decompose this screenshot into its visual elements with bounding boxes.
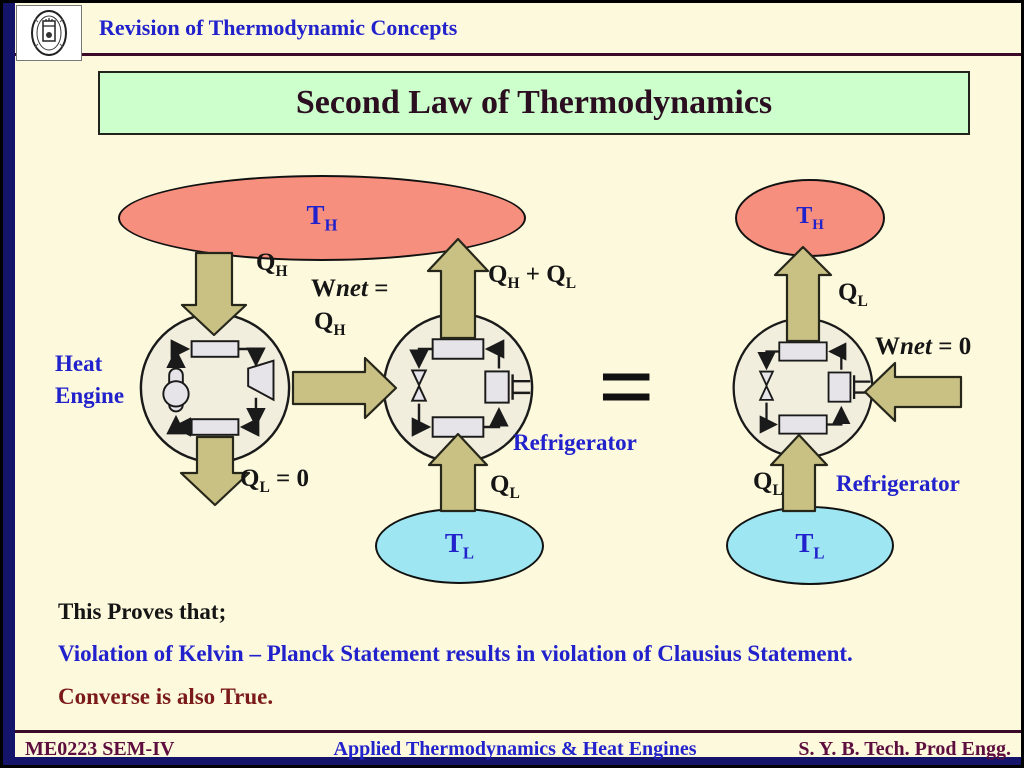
tl-label-right: TL — [795, 527, 825, 563]
heat-engine-label-line1: Heat — [55, 351, 103, 376]
footer-program: S. Y. B. Tech. Prod Engg. — [798, 738, 1011, 760]
wnet-equals-label: Wnet = — [311, 275, 389, 302]
institution-logo-icon — [31, 10, 67, 56]
refrigerator-label-right: Refrigerator — [836, 471, 960, 496]
heat-engine-diagram — [137, 310, 293, 466]
slide-title: Second Law of Thermodynamics — [295, 84, 773, 121]
tl-label-middle: TL — [444, 528, 475, 563]
refrigerator-diagram-middle — [380, 310, 536, 466]
ql-zero-label: QL = 0 — [240, 465, 310, 496]
body-line-3: Converse is also True. — [58, 684, 274, 709]
left-border-band — [3, 3, 15, 765]
slide-title-box: Second Law of Thermodynamics — [98, 71, 970, 135]
refrigerator-label-middle: Refrigerator — [513, 430, 637, 455]
institution-logo — [16, 5, 82, 61]
heat-engine-label-line2: Engine — [55, 383, 125, 408]
wnet-zero-label: Wnet = 0 — [875, 333, 972, 360]
refrigerator-diagram-right — [730, 315, 876, 461]
th-label-left: TH — [306, 200, 338, 235]
ql-label-right-top: QL — [838, 279, 868, 310]
footer-course-code: ME0223 SEM-IV — [25, 738, 175, 760]
hot-reservoir-right: TH — [735, 179, 885, 257]
th-label-right: TH — [796, 202, 824, 233]
body-line-2: Violation of Kelvin – Planck Statement r… — [58, 641, 853, 666]
wnet-qh-label: QH — [314, 308, 346, 339]
footer-divider — [15, 730, 1021, 733]
cold-reservoir-middle: TL — [375, 508, 544, 584]
header-divider — [15, 53, 1021, 56]
refrigerator-cycle-icon — [732, 317, 874, 459]
cold-reservoir-right: TL — [726, 506, 894, 585]
body-line-1: This Proves that; — [58, 599, 227, 624]
wnet-zero-left-arrow — [863, 361, 963, 423]
qh-plus-ql-label: QH + QL — [488, 261, 577, 292]
bottom-border-band — [3, 757, 1021, 765]
header-title: Revision of Thermodynamic Concepts — [99, 15, 458, 40]
footer-course-title: Applied Thermodynamics & Heat Engines — [333, 738, 697, 760]
ql-label-right-bottom: QL — [753, 468, 783, 499]
ql-label-middle: QL — [490, 471, 520, 502]
equals-sign: = — [598, 331, 655, 442]
refrigerator-cycle-icon — [382, 312, 534, 464]
heat-engine-cycle-icon — [139, 312, 291, 464]
hot-reservoir-left: TH — [118, 175, 526, 261]
qh-label: QH — [256, 249, 288, 280]
